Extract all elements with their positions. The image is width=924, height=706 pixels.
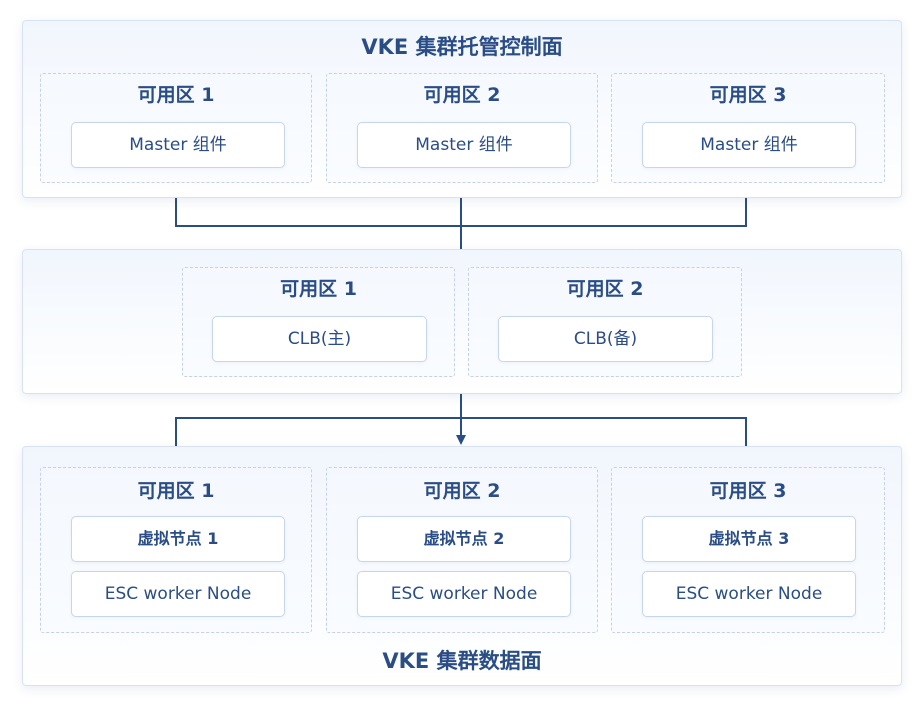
control-zone-2: 可用区 2 Master 组件 [326,73,598,183]
ecs-worker-node-box: ESC worker Node [357,571,571,617]
lb-zone-2: 可用区 2 CLB(备) [468,267,742,377]
control-zone-3: 可用区 3 Master 组件 [611,73,885,183]
data-plane-title: VKE 集群数据面 [382,649,542,673]
zone-label: 可用区 1 [280,278,357,300]
data-zone-2: 可用区 2 虚拟节点 2 ESC worker Node [326,467,598,633]
zone-label: 可用区 2 [423,84,501,106]
virtual-node-box: 虚拟节点 2 [357,516,571,562]
clb-primary-box: CLB(主) [212,316,427,362]
virtual-node-box: 虚拟节点 1 [71,516,285,562]
control-plane-panel: VKE 集群托管控制面 可用区 1 Master 组件 可用区 2 Master… [22,20,902,198]
ecs-worker-node-box: ESC worker Node [71,571,285,617]
zone-label: 可用区 1 [137,84,215,106]
zone-label: 可用区 3 [709,480,787,502]
zone-label: 可用区 2 [423,480,501,502]
zone-label: 可用区 3 [709,84,787,106]
master-component-box: Master 组件 [642,122,856,168]
control-plane-title: VKE 集群托管控制面 [361,35,563,59]
ecs-worker-node-box: ESC worker Node [642,571,856,617]
data-zone-3: 可用区 3 虚拟节点 3 ESC worker Node [611,467,885,633]
lb-zone-1: 可用区 1 CLB(主) [182,267,455,377]
data-zone-1: 可用区 1 虚拟节点 1 ESC worker Node [40,467,312,633]
master-component-box: Master 组件 [357,122,571,168]
data-plane-panel: 可用区 1 虚拟节点 1 ESC worker Node 可用区 2 虚拟节点 … [22,446,902,686]
zone-label: 可用区 1 [137,480,215,502]
zone-label: 可用区 2 [566,278,644,300]
master-component-box: Master 组件 [71,122,285,168]
control-zone-1: 可用区 1 Master 组件 [40,73,312,183]
load-balancer-panel: 可用区 1 CLB(主) 可用区 2 CLB(备) [22,249,902,394]
clb-standby-box: CLB(备) [498,316,713,362]
virtual-node-box: 虚拟节点 3 [642,516,856,562]
